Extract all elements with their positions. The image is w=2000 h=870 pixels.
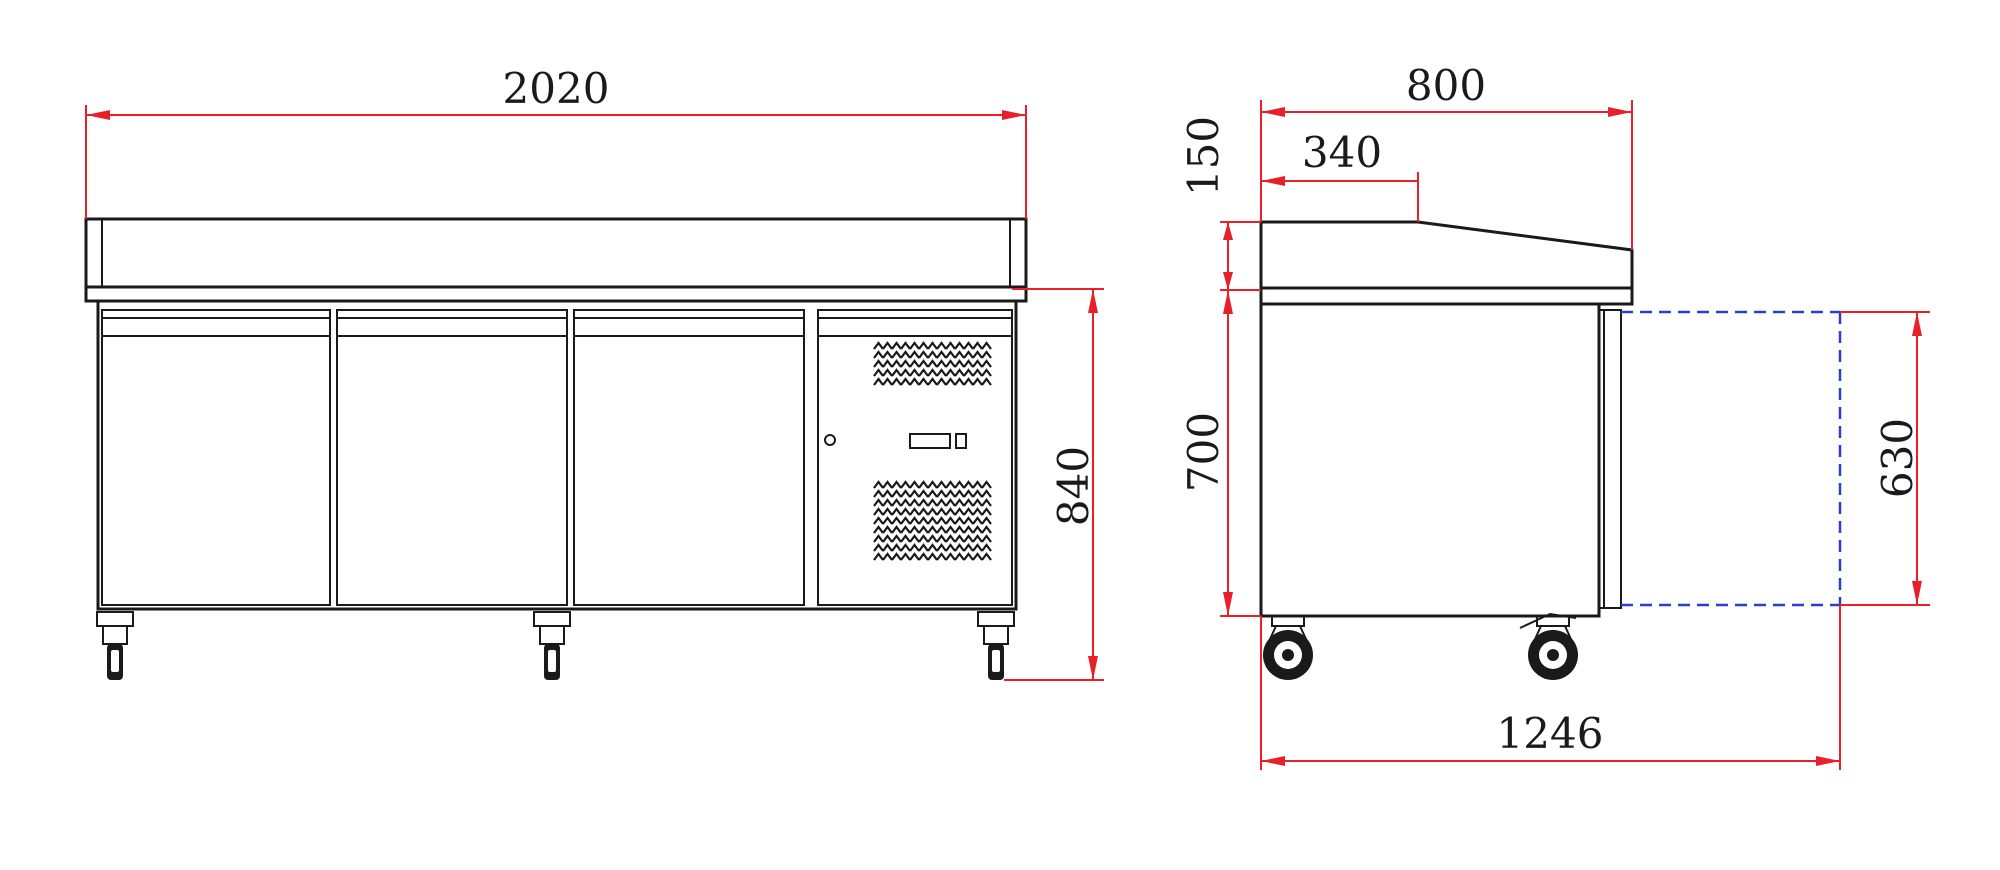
- top-profile: [1259, 220, 1634, 290]
- ventilation-grille-top: [873, 341, 992, 386]
- caster-icon: [977, 611, 1015, 680]
- side-depth-label: 800: [1406, 61, 1486, 110]
- door-height-label: 630: [1873, 418, 1922, 498]
- side-worktop: [1259, 286, 1634, 306]
- power-switch: [955, 433, 967, 449]
- compressor-panel: [817, 309, 1013, 606]
- vent-row: [873, 350, 992, 359]
- vent-row: [873, 377, 992, 386]
- door-1: [101, 309, 331, 606]
- open-depth-label: 1246: [1497, 709, 1604, 758]
- caster-icon: [96, 611, 134, 680]
- cabinet-body: [96, 299, 1018, 611]
- ventilation-grille-bottom: [873, 480, 992, 561]
- side-view: 800 340 150 700: [1179, 61, 1930, 770]
- top-depth-dimension: 340: [1261, 128, 1419, 222]
- caster-icon: [533, 611, 571, 680]
- body-height-label: 700: [1179, 412, 1228, 492]
- door-height-dimension: 630: [1840, 311, 1930, 606]
- vent-row: [873, 543, 992, 552]
- vent-row: [873, 341, 992, 350]
- vent-row: [873, 489, 992, 498]
- top-height-label: 150: [1179, 116, 1228, 196]
- side-body: [1259, 302, 1601, 618]
- vent-row: [873, 552, 992, 561]
- lock-icon: [824, 434, 836, 446]
- front-width-dimension: 2020: [85, 64, 1027, 219]
- vent-row: [873, 498, 992, 507]
- vent-row: [873, 368, 992, 377]
- side-depth-dimension: 800: [1260, 61, 1633, 250]
- door-edge: [1598, 309, 1622, 609]
- display-panel: [909, 433, 951, 449]
- worktop: [84, 285, 1028, 303]
- door-swing-outline: [1621, 310, 1842, 607]
- open-depth-dimension: 1246: [1260, 605, 1841, 770]
- wheel-icon: [1528, 615, 1578, 680]
- vent-row: [873, 480, 992, 489]
- front-height-label: 840: [1049, 446, 1098, 526]
- side-casters: [1263, 612, 1578, 680]
- front-view: 2020 840: [84, 64, 1104, 681]
- door-3: [573, 309, 805, 606]
- top-rail: [84, 217, 1028, 289]
- vent-row: [873, 516, 992, 525]
- vent-row: [873, 507, 992, 516]
- front-width-label: 2020: [503, 64, 610, 113]
- front-casters: [96, 611, 1015, 680]
- vent-row: [873, 534, 992, 543]
- top-height-dimension: 150: [1179, 116, 1261, 291]
- door-2: [336, 309, 568, 606]
- vent-row: [873, 525, 992, 534]
- top-depth-label: 340: [1302, 128, 1382, 177]
- front-height-dimension: 840: [1004, 288, 1104, 681]
- wheel-icon: [1263, 615, 1313, 680]
- vent-row: [873, 359, 992, 368]
- body-height-dimension: 700: [1179, 290, 1261, 617]
